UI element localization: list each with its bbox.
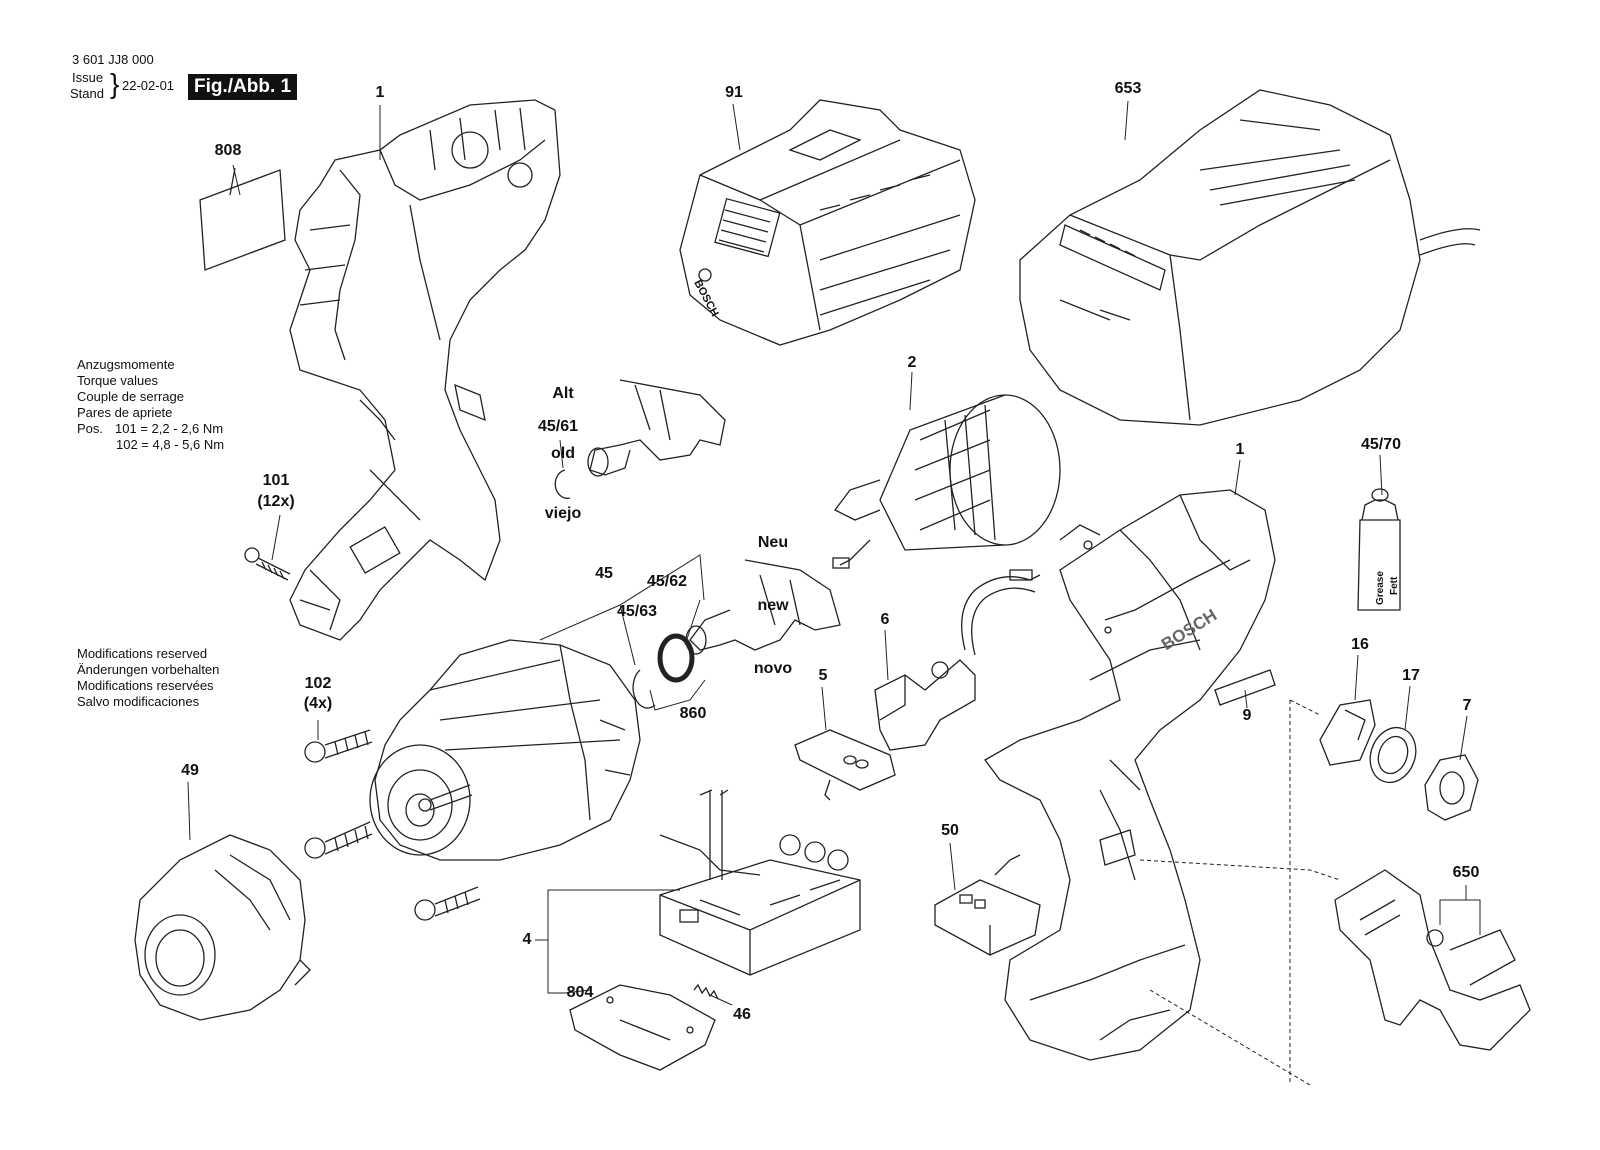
part-label-2: 2 [907,354,917,371]
modifications-line: Änderungen vorbehalten [77,662,220,677]
part-label-1-left: 1 [375,84,385,101]
part-label-16: 16 [1351,636,1369,653]
fett-tube-text: Fett [1389,576,1400,595]
belt-clip [1334,869,1531,1051]
part-label-7: 7 [1462,697,1472,714]
callout-lines [187,100,1481,1086]
stand-label: Stand [70,86,104,101]
part-label-49: 49 [181,762,199,779]
torque-row-102: 102 = 4,8 - 5,6 Nm [116,437,225,452]
o-ring-45-62 [657,633,695,683]
part-label-808: 808 [214,142,242,159]
part-label-101: 101 [262,472,290,489]
part-label-45-63: 45/63 [616,603,658,620]
cover-part-16 [1319,699,1376,766]
torque-line: Torque values [77,373,158,388]
part-label-101-qty: (12x) [257,493,295,510]
modifications-line: Modifications reservées [77,678,214,693]
part-label-650: 650 [1452,864,1480,881]
issue-date: 22-02-01 [122,78,175,93]
figure-badge: Fig./Abb. 1 [188,74,298,100]
grease-tube [1357,488,1401,611]
label-sticker-9 [1214,669,1276,706]
torque-row-101: 101 = 2,2 - 2,6 Nm [115,421,224,436]
housing-left-half [289,99,561,641]
part-label-9: 9 [1242,707,1252,724]
housing-right-assembled [984,489,1276,1061]
ring-part-17 [1369,726,1417,784]
part-label-102: 102 [304,675,332,692]
part-label-6: 6 [880,611,890,628]
switch-trigger [874,569,1041,751]
modifications-line: Modifications reserved [77,646,208,661]
anvil-old [554,379,726,499]
part-label-653: 653 [1114,80,1142,97]
part-label-4: 4 [522,931,532,948]
switch-cover [794,729,896,801]
torque-values-block: Anzugsmomente Torque values Couple de se… [77,357,224,453]
label-sticker-808 [199,169,286,271]
part-label-804: 804 [566,984,594,1001]
nose-cover [134,834,311,1021]
part-label-91: 91 [725,84,743,101]
modifications-line: Salvo modificaciones [77,694,200,709]
bottom-plate [569,984,716,1071]
part-label-5: 5 [818,667,828,684]
part-label-860: 860 [679,705,707,722]
display-module [934,854,1041,956]
torque-line: Pares de apriete [77,405,173,420]
part-label-17: 17 [1402,667,1420,684]
part-label-50: 50 [941,822,959,839]
torque-line: Couple de serrage [77,389,184,404]
part-label-45-70: 45/70 [1360,436,1402,453]
issue-bracket: } [110,68,120,99]
screw-101 [244,547,291,581]
grease-tube-text: Grease [1375,571,1386,605]
variant-old-label: Alt old viejo [544,385,582,522]
screws-102 [304,729,481,921]
part-label-45: 45 [595,565,613,582]
battery-pack [679,99,976,346]
torque-pos-prefix: Pos. [77,421,104,436]
torque-line: Anzugsmomente [77,357,175,372]
motor-stator [832,394,1061,569]
part-label-102-qty: (4x) [303,695,333,712]
snap-ring-45-63 [632,669,656,709]
spring-46 [693,983,719,1000]
battery-charger [1019,89,1481,426]
part-label-45-62: 45/62 [646,573,688,590]
variant-new-label: Neu new novo [753,534,793,677]
electronics-module [659,789,861,976]
cap-part-7 [1424,754,1479,821]
document-number: 3 601 JJ8 000 [72,52,154,67]
part-label-1-right: 1 [1235,441,1245,458]
part-label-45-61: 45/61 [537,418,579,435]
issue-label: Issue [72,70,104,85]
part-label-46: 46 [733,1006,751,1023]
gear-housing [369,639,641,861]
modifications-block: Modifications reserved Änderungen vorbeh… [77,646,219,710]
